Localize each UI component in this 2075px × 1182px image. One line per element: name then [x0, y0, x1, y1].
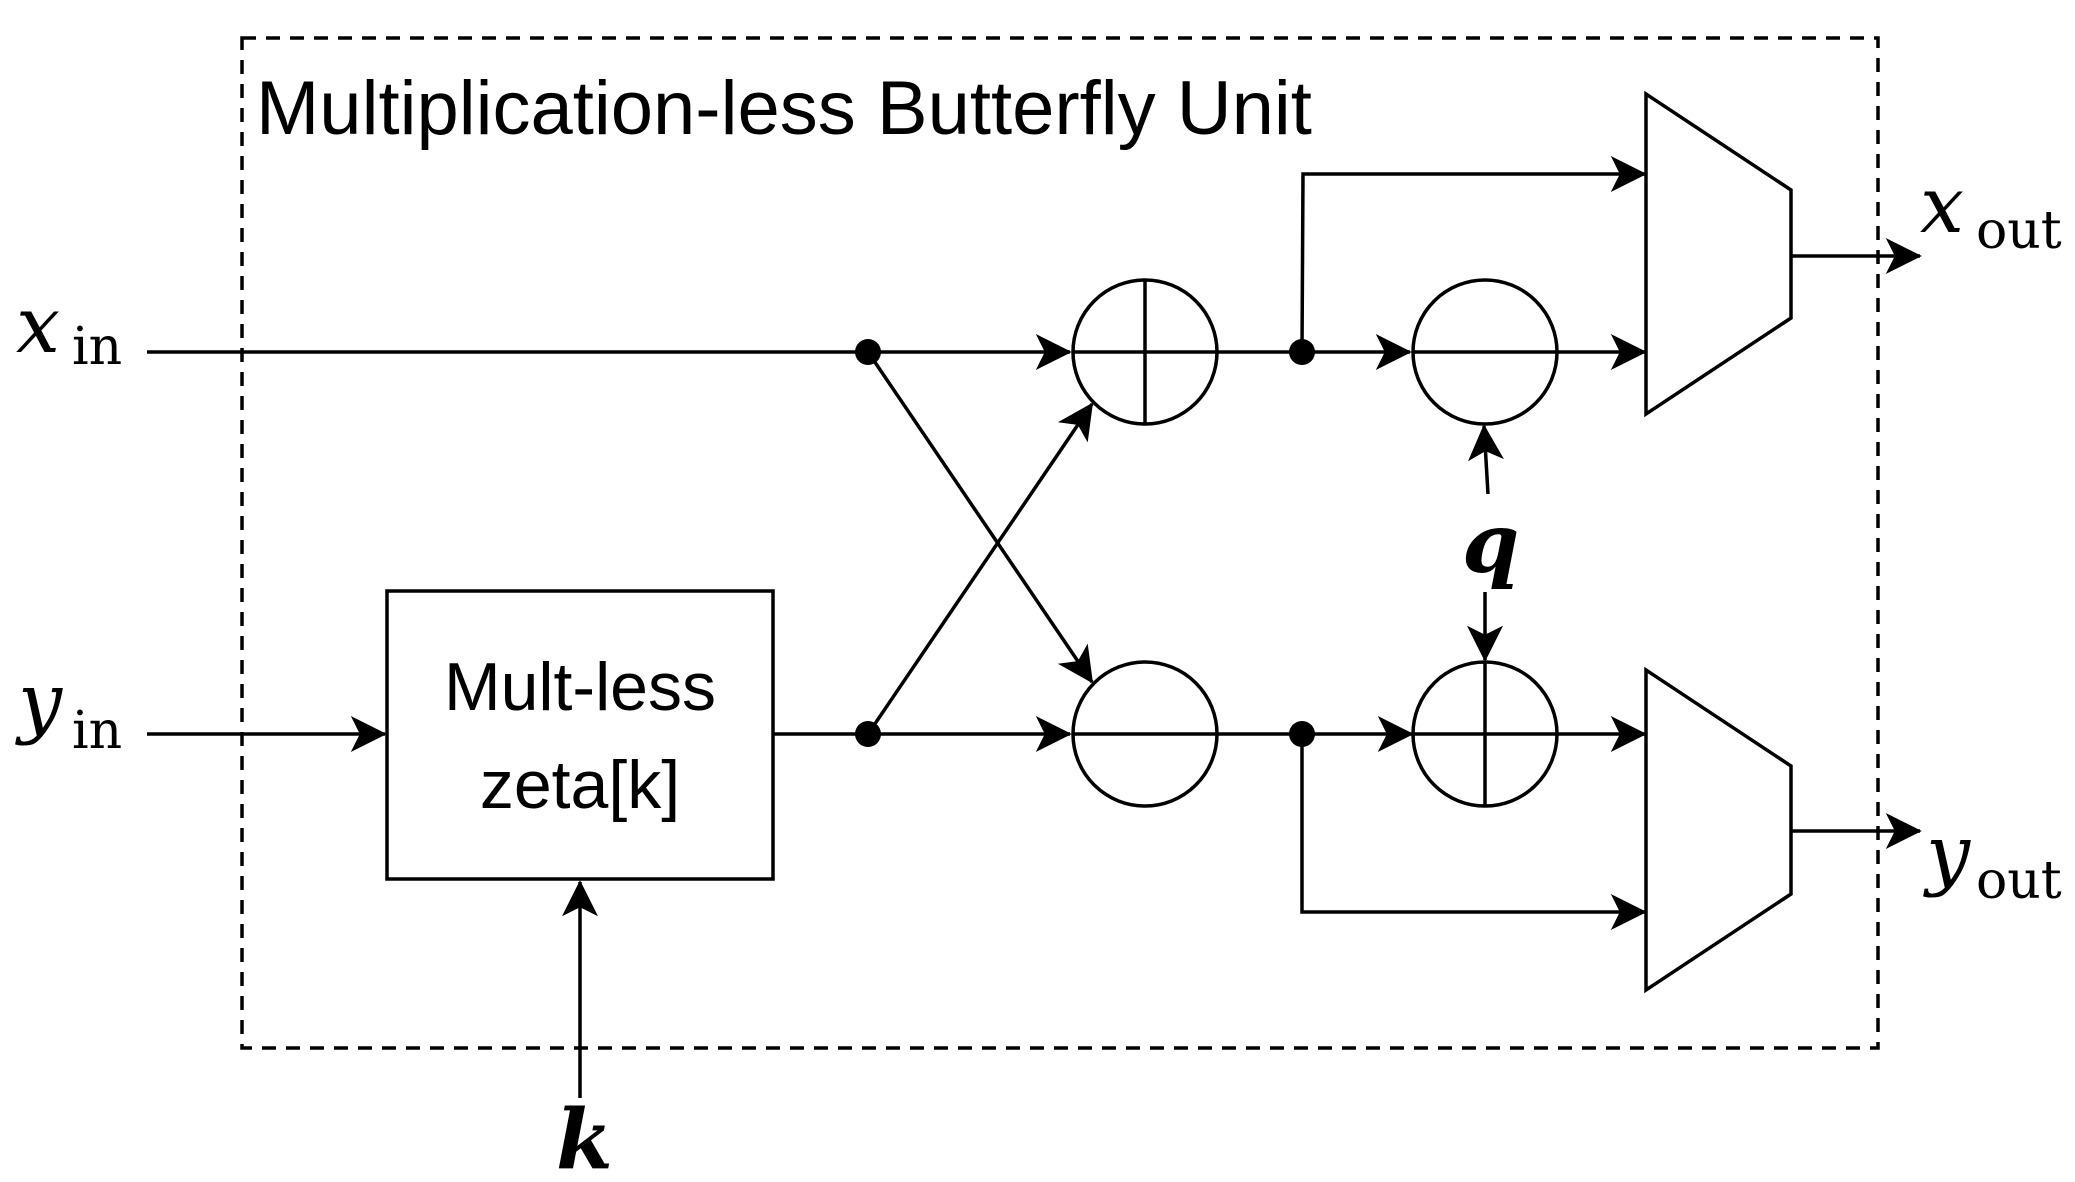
subtractor-lower	[1071, 660, 1219, 808]
zeta-multiplier-block	[385, 589, 775, 881]
x-out-label: x out	[1920, 161, 2062, 261]
svg-text:in: in	[72, 317, 122, 377]
unit-boundary	[240, 36, 1880, 1050]
svg-text:x: x	[1920, 161, 1964, 251]
q-label: q	[1462, 496, 1519, 592]
svg-text:y: y	[15, 657, 63, 747]
wire-q-up	[1468, 424, 1504, 495]
wire-bypass-upper	[1300, 156, 1647, 353]
svg-text:in: in	[72, 701, 122, 761]
adder-q-lower	[1411, 660, 1559, 808]
wire-cross-y-to-add	[866, 402, 1094, 735]
y-in-label: y in	[15, 657, 122, 761]
x-in-label: x in	[16, 281, 122, 377]
svg-text:x: x	[16, 281, 60, 371]
zeta-block-line2: zeta[k]	[480, 747, 680, 823]
k-label: k	[556, 1092, 613, 1182]
subtractor-q-upper	[1411, 278, 1559, 426]
adder-upper	[1071, 278, 1219, 426]
svg-text:out: out	[1976, 851, 2062, 911]
svg-text:y: y	[1923, 809, 1971, 899]
wire-cross-x-to-sub	[866, 351, 1094, 684]
diagram-title: Multiplication-less Butterfly Unit	[256, 66, 1312, 151]
mux-upper	[1644, 90, 1793, 418]
junction-x-in	[855, 339, 881, 365]
wire-bypass-lower	[1300, 734, 1647, 930]
zeta-block-line1: Mult-less	[444, 649, 716, 725]
mux-lower	[1644, 666, 1793, 994]
junction-y-in	[855, 721, 881, 747]
svg-text:out: out	[1976, 201, 2062, 261]
y-out-label: y out	[1923, 809, 2062, 911]
